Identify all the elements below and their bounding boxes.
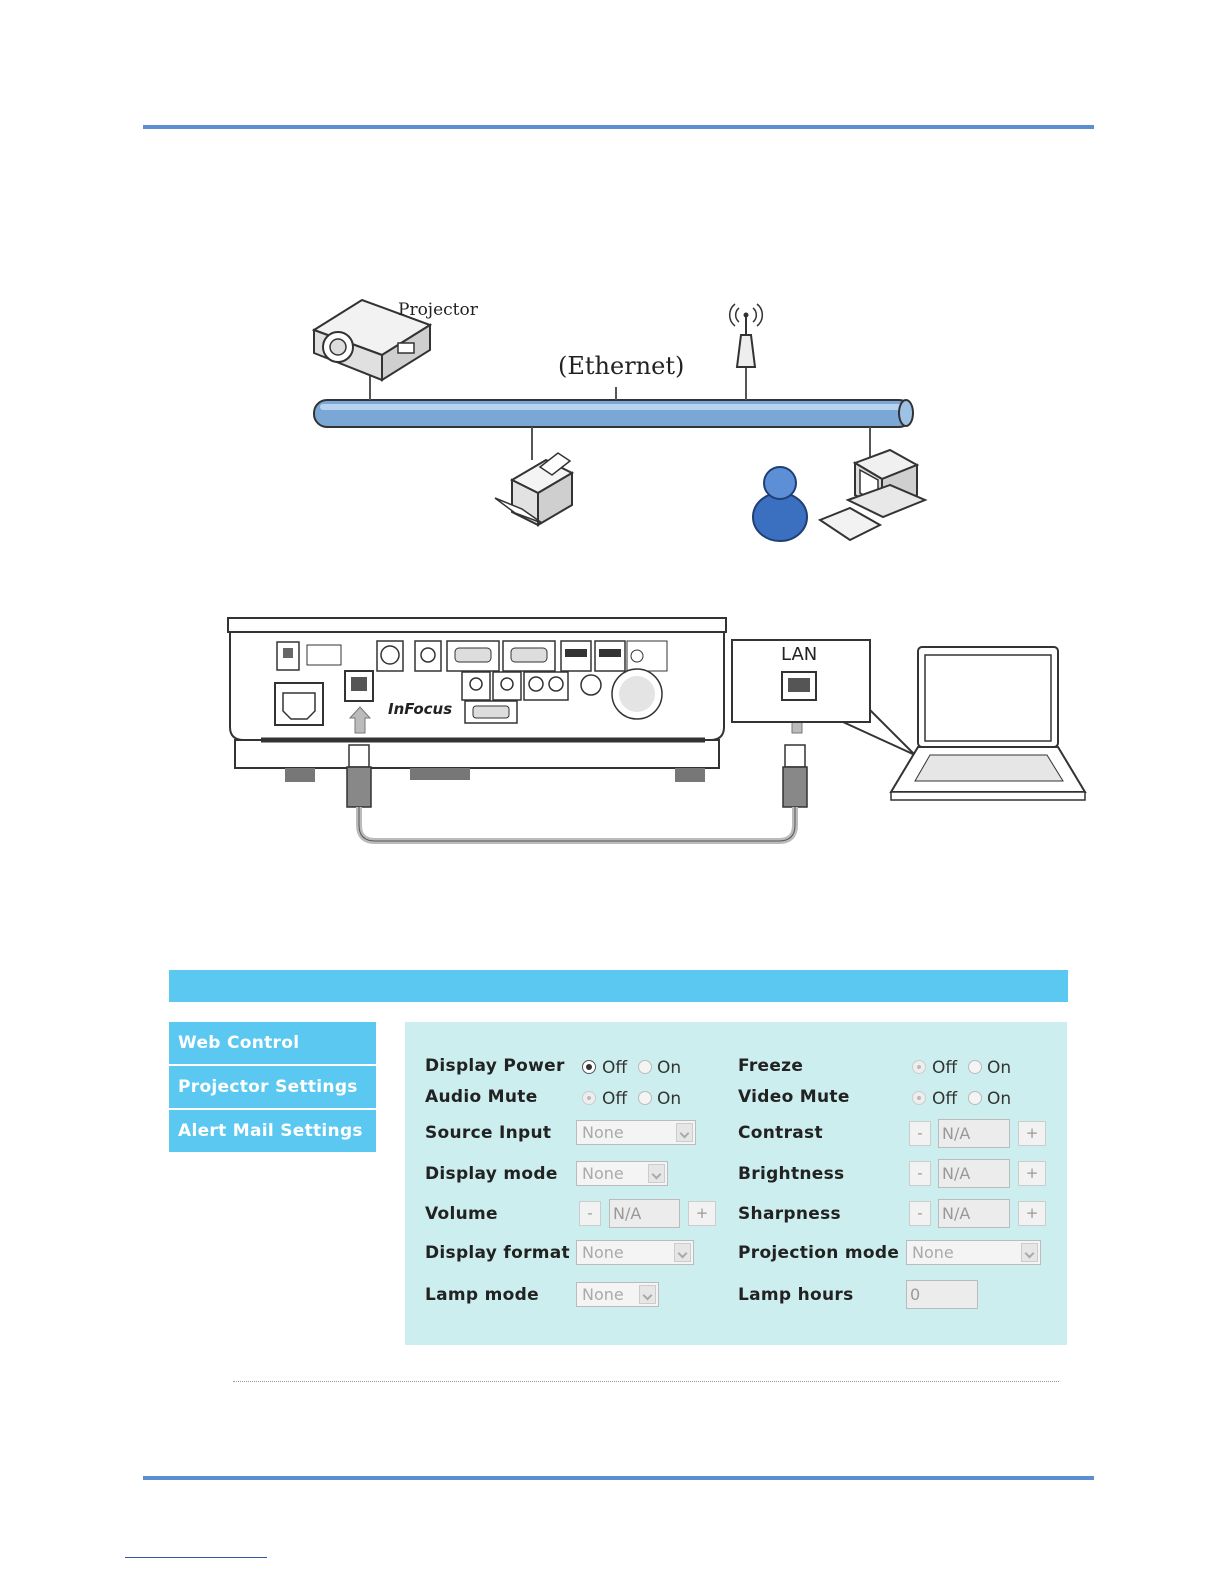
label-brightness: Brightness — [738, 1164, 845, 1184]
chevron-down-icon — [674, 1243, 691, 1262]
sharpness-field[interactable]: N/A — [938, 1199, 1010, 1228]
footer-underline — [125, 1557, 267, 1558]
label-source-input: Source Input — [425, 1123, 552, 1143]
user-icon — [752, 466, 808, 542]
display-power-off-radio[interactable] — [582, 1060, 596, 1074]
label-audio-mute: Audio Mute — [425, 1087, 538, 1107]
web-sidebar: Web Control Projector Settings Alert Mai… — [169, 1022, 376, 1154]
network-diagram-svg — [311, 298, 928, 542]
connection-diagram — [225, 615, 1090, 850]
label-contrast: Contrast — [738, 1123, 823, 1143]
dotted-divider — [233, 1381, 1059, 1382]
label-video-mute: Video Mute — [738, 1087, 850, 1107]
projector-rear-panel — [227, 617, 727, 782]
footer-rule — [143, 1476, 1094, 1480]
projector-rj45-port — [344, 670, 374, 702]
ethernet-pipe-highlight — [320, 404, 908, 410]
video-mute-on-radio[interactable] — [968, 1091, 982, 1105]
ethernet-label: (Ethernet) — [558, 352, 685, 380]
brightness-plus-button[interactable]: + — [1018, 1161, 1046, 1186]
label-display-format: Display format — [425, 1243, 570, 1263]
ethernet-cable — [346, 744, 808, 844]
freeze-off-label: Off — [932, 1058, 958, 1078]
brightness-field[interactable]: N/A — [938, 1159, 1010, 1188]
header-rule — [143, 125, 1094, 129]
display-format-value: None — [582, 1243, 624, 1262]
laptop-icon — [889, 646, 1087, 801]
display-power-off-label: Off — [602, 1058, 628, 1078]
label-lamp-mode: Lamp mode — [425, 1285, 539, 1305]
source-input-select[interactable]: None — [576, 1120, 696, 1145]
audio-mute-on-radio[interactable] — [638, 1091, 652, 1105]
projection-mode-value: None — [912, 1243, 954, 1262]
sharpness-plus-button[interactable]: + — [1018, 1201, 1046, 1226]
freeze-on-label: On — [987, 1058, 1012, 1078]
brand-logo: InFocus — [388, 700, 453, 718]
chevron-down-icon — [648, 1164, 665, 1183]
video-mute-off-radio[interactable] — [912, 1091, 926, 1105]
laptop-rj45-port — [781, 671, 817, 701]
lamp-mode-value: None — [582, 1285, 624, 1304]
volume-field[interactable]: N/A — [609, 1199, 680, 1228]
display-power-on-label: On — [657, 1058, 682, 1078]
audio-mute-off-radio[interactable] — [582, 1091, 596, 1105]
contrast-minus-button[interactable]: - — [909, 1121, 931, 1146]
connection-diagram-svg — [227, 617, 1087, 844]
access-point-icon — [728, 303, 764, 368]
label-sharpness: Sharpness — [738, 1204, 841, 1224]
volume-minus-button[interactable]: - — [579, 1201, 601, 1226]
label-volume: Volume — [425, 1204, 498, 1224]
video-mute-on-label: On — [987, 1089, 1012, 1109]
lan-label: LAN — [781, 644, 818, 665]
projector-icon — [311, 298, 433, 382]
source-input-value: None — [582, 1123, 624, 1142]
audio-mute-off-label: Off — [602, 1089, 628, 1109]
lamp-mode-select[interactable]: None — [576, 1282, 659, 1307]
web-header-bar — [169, 970, 1068, 1002]
projection-mode-select[interactable]: None — [906, 1240, 1041, 1265]
lan-callout — [731, 639, 916, 756]
label-display-mode: Display mode — [425, 1164, 558, 1184]
computer-icon — [817, 448, 928, 542]
projector-label: Projector — [398, 300, 478, 320]
sharpness-minus-button[interactable]: - — [909, 1201, 931, 1226]
lamp-hours-field[interactable]: 0 — [906, 1280, 978, 1309]
display-mode-value: None — [582, 1164, 624, 1183]
label-lamp-hours: Lamp hours — [738, 1285, 854, 1305]
freeze-on-radio[interactable] — [968, 1060, 982, 1074]
audio-mute-on-label: On — [657, 1089, 682, 1109]
network-diagram — [300, 295, 930, 550]
chevron-down-icon — [1021, 1243, 1038, 1262]
video-mute-off-label: Off — [932, 1089, 958, 1109]
display-power-on-radio[interactable] — [638, 1060, 652, 1074]
volume-plus-button[interactable]: + — [688, 1201, 716, 1226]
ethernet-pipe-end — [898, 399, 914, 427]
projector-arrow-icon — [348, 706, 372, 734]
display-mode-select[interactable]: None — [576, 1161, 668, 1186]
label-freeze: Freeze — [738, 1056, 804, 1076]
chevron-down-icon — [639, 1285, 656, 1304]
label-display-power: Display Power — [425, 1056, 565, 1076]
contrast-plus-button[interactable]: + — [1018, 1121, 1046, 1146]
nav-alert-mail-settings[interactable]: Alert Mail Settings — [169, 1110, 376, 1152]
printer-icon — [494, 452, 575, 527]
contrast-field[interactable]: N/A — [938, 1119, 1010, 1148]
label-projection-mode: Projection mode — [738, 1243, 900, 1263]
chevron-down-icon — [676, 1123, 693, 1142]
brightness-minus-button[interactable]: - — [909, 1161, 931, 1186]
freeze-off-radio[interactable] — [912, 1060, 926, 1074]
nav-web-control[interactable]: Web Control — [169, 1022, 376, 1064]
nav-projector-settings[interactable]: Projector Settings — [169, 1066, 376, 1108]
display-format-select[interactable]: None — [576, 1240, 694, 1265]
